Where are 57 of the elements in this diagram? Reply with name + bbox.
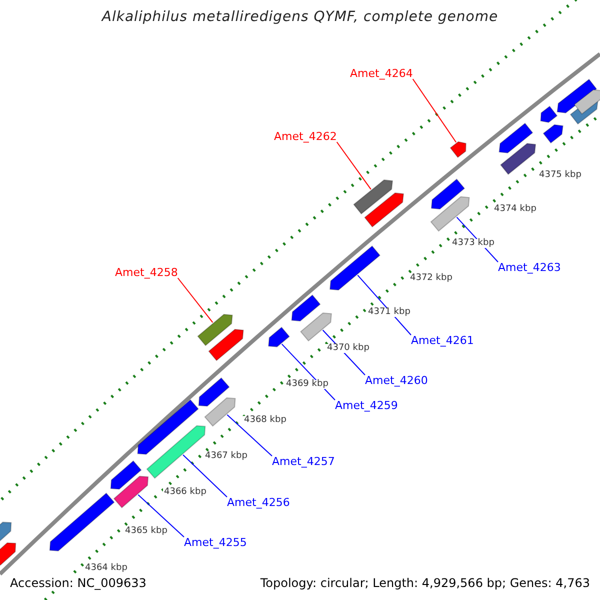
scale-label: 4368 kbp (243, 416, 288, 425)
gene-feature (430, 196, 470, 232)
gene-feature (500, 143, 536, 175)
gene-feature (137, 399, 199, 455)
scale-label: 4365 kbp (124, 527, 168, 536)
gene-feature (0, 522, 12, 543)
scale-label: 4370 kbp (326, 344, 370, 353)
gene-feature (430, 178, 466, 210)
gene-feature (0, 542, 16, 566)
gene-label: Amet_4257 (272, 456, 335, 467)
gene-feature (540, 106, 558, 123)
diagram-title: Alkaliphilus metalliredigens QYMF, complete genome (100, 10, 500, 24)
gene-feature (113, 476, 149, 508)
gene-feature (110, 460, 142, 490)
gene-feature (291, 294, 321, 322)
gene-feature (204, 397, 236, 427)
gene-feature (268, 326, 290, 348)
gene-label: Amet_4259 (335, 400, 398, 411)
gene-feature (329, 245, 381, 291)
scale-label: 4367 kbp (204, 452, 248, 461)
scale-label: 4364 kbp (84, 564, 128, 573)
leader-line (182, 454, 228, 498)
gene-label: Amet_4255 (184, 537, 247, 548)
scale-label: 4369 kbp (285, 380, 330, 389)
scale-label: 4374 kbp (493, 205, 538, 214)
gene-label: Amet_4264 (350, 68, 413, 79)
scale-label: 4366 kbp (163, 488, 208, 497)
accession-note: Accession: NC_009633 (8, 576, 148, 590)
gene-feature (300, 312, 332, 342)
gene-feature (364, 192, 404, 228)
gene-label: Amet_4261 (411, 335, 474, 346)
gene-feature (498, 122, 534, 154)
leader-line (226, 414, 272, 456)
gene-feature (198, 377, 230, 407)
gene-label: Amet_4263 (498, 262, 561, 273)
gene-label: Amet_4260 (365, 375, 428, 386)
gene-label: Amet_4256 (227, 497, 290, 508)
leader-line (177, 278, 214, 323)
gene-feature (574, 89, 600, 115)
scale-label: 4372 kbp (409, 274, 454, 283)
gene-feature (542, 124, 564, 144)
gene-feature (556, 78, 598, 114)
gene-feature (208, 328, 244, 362)
gene-label: Amet_4262 (274, 131, 337, 142)
leader-line (336, 142, 372, 190)
gene-label: Amet_4258 (115, 267, 178, 278)
leader-line (412, 78, 457, 143)
gene-feature (49, 492, 115, 552)
scale-label: 4373 kbp (451, 239, 496, 248)
leader-line (138, 494, 184, 538)
gene-feature (353, 179, 394, 215)
genome-summary: Topology: circular; Length: 4,929,566 bp; Genes: 4,763 (258, 576, 592, 590)
gene-feature (146, 425, 206, 479)
scale-label: 4371 kbp (367, 308, 412, 317)
gene-feature (197, 314, 233, 346)
scale-label: 4375 kbp (538, 171, 582, 180)
gene-feature (450, 141, 466, 158)
